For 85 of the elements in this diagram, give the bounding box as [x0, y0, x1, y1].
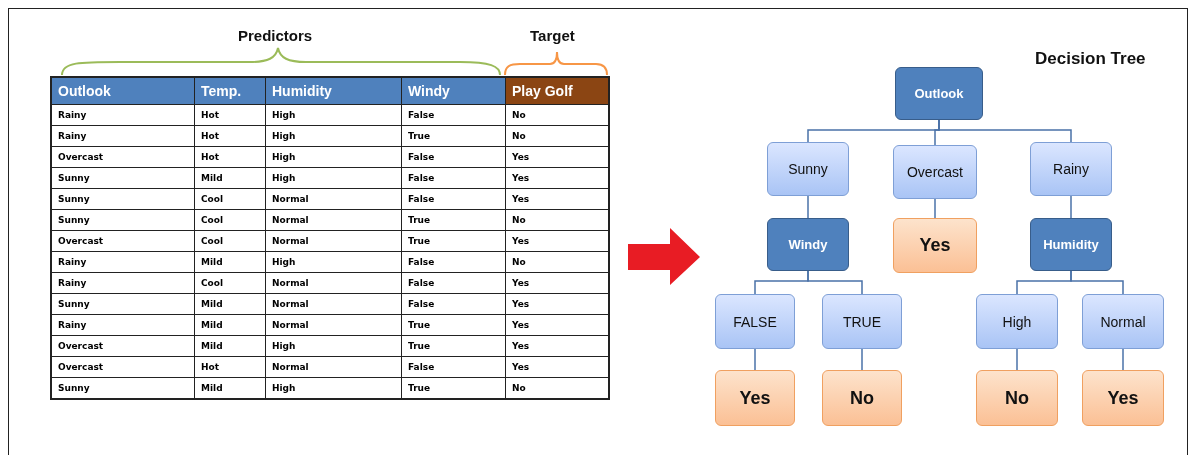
decision-node-box: Humidity	[1030, 218, 1112, 271]
connector-line	[938, 119, 1072, 143]
diagram-title: Decision Tree	[1035, 49, 1146, 69]
table-cell: Cool	[194, 272, 266, 294]
table-cell: Cool	[194, 230, 266, 252]
branch-value-box: Rainy	[1030, 142, 1112, 196]
table-cell: False	[401, 167, 506, 189]
table-cell: Sunny	[51, 167, 195, 189]
outcome-box: No	[822, 370, 902, 426]
table-cell: Hot	[194, 356, 266, 378]
group-label: Target	[530, 27, 575, 44]
table-cell: Mild	[194, 335, 266, 357]
branch-value-box: Overcast	[893, 145, 977, 199]
table-cell: High	[265, 335, 402, 357]
column-header: Temp.	[194, 77, 266, 105]
table-cell: Cool	[194, 209, 266, 231]
branch-value-box: Sunny	[767, 142, 849, 196]
column-header: Outlook	[51, 77, 195, 105]
table-cell: Sunny	[51, 188, 195, 210]
table-cell: False	[401, 356, 506, 378]
table-cell: Normal	[265, 293, 402, 315]
table-cell: True	[401, 314, 506, 336]
table-cell: Cool	[194, 188, 266, 210]
table-cell: False	[401, 272, 506, 294]
table-cell: Rainy	[51, 251, 195, 273]
branch-value-box: FALSE	[715, 294, 795, 349]
outcome-box: Yes	[1082, 370, 1164, 426]
table-cell: Mild	[194, 314, 266, 336]
table-cell: True	[401, 125, 506, 147]
table-cell: High	[265, 146, 402, 168]
table-cell: True	[401, 209, 506, 231]
table-cell: Normal	[265, 230, 402, 252]
table-cell: Overcast	[51, 356, 195, 378]
connector-line	[934, 198, 936, 219]
table-cell: False	[401, 188, 506, 210]
table-cell: Overcast	[51, 230, 195, 252]
table-cell: Hot	[194, 146, 266, 168]
table-cell: True	[401, 335, 506, 357]
decision-node-box: Windy	[767, 218, 849, 271]
table-cell: High	[265, 251, 402, 273]
branch-value-box: Normal	[1082, 294, 1164, 349]
outcome-box: No	[976, 370, 1058, 426]
table-cell: Rainy	[51, 314, 195, 336]
table-cell: Sunny	[51, 293, 195, 315]
table-cell: High	[265, 167, 402, 189]
connector-line	[754, 348, 756, 371]
column-header: Windy	[401, 77, 506, 105]
table-cell: Mild	[194, 293, 266, 315]
connector-line	[1016, 348, 1018, 371]
table-cell: Mild	[194, 251, 266, 273]
connector-line	[807, 270, 863, 295]
outcome-box: Yes	[893, 218, 977, 273]
table-cell: Overcast	[51, 146, 195, 168]
table-cell: Rainy	[51, 125, 195, 147]
table-cell: Normal	[265, 356, 402, 378]
table-cell: Overcast	[51, 335, 195, 357]
table-cell: Hot	[194, 125, 266, 147]
connector-line	[1122, 348, 1124, 371]
table-cell: Normal	[265, 188, 402, 210]
table-cell: True	[401, 230, 506, 252]
table-cell: False	[401, 146, 506, 168]
connector-line	[1070, 270, 1124, 295]
decision-node-box: Outlook	[895, 67, 983, 120]
table-cell: False	[401, 251, 506, 273]
column-header: Play Golf	[505, 77, 609, 105]
table-cell: Mild	[194, 167, 266, 189]
table-cell: Sunny	[51, 209, 195, 231]
table-cell: Rainy	[51, 272, 195, 294]
group-label: Predictors	[238, 27, 313, 44]
table-cell: False	[401, 104, 506, 126]
table-cell: False	[401, 293, 506, 315]
table-cell: Rainy	[51, 104, 195, 126]
table-cell: Normal	[265, 314, 402, 336]
connector-line	[807, 195, 809, 219]
table-cell: Normal	[265, 272, 402, 294]
branch-value-box: TRUE	[822, 294, 902, 349]
outcome-box: Yes	[715, 370, 795, 426]
table-cell: Normal	[265, 209, 402, 231]
table-cell: Hot	[194, 104, 266, 126]
connector-line	[1070, 195, 1072, 219]
table-cell: High	[265, 104, 402, 126]
connector-line	[861, 348, 863, 371]
branch-value-box: High	[976, 294, 1058, 349]
column-header: Humidity	[265, 77, 402, 105]
table-cell: High	[265, 125, 402, 147]
